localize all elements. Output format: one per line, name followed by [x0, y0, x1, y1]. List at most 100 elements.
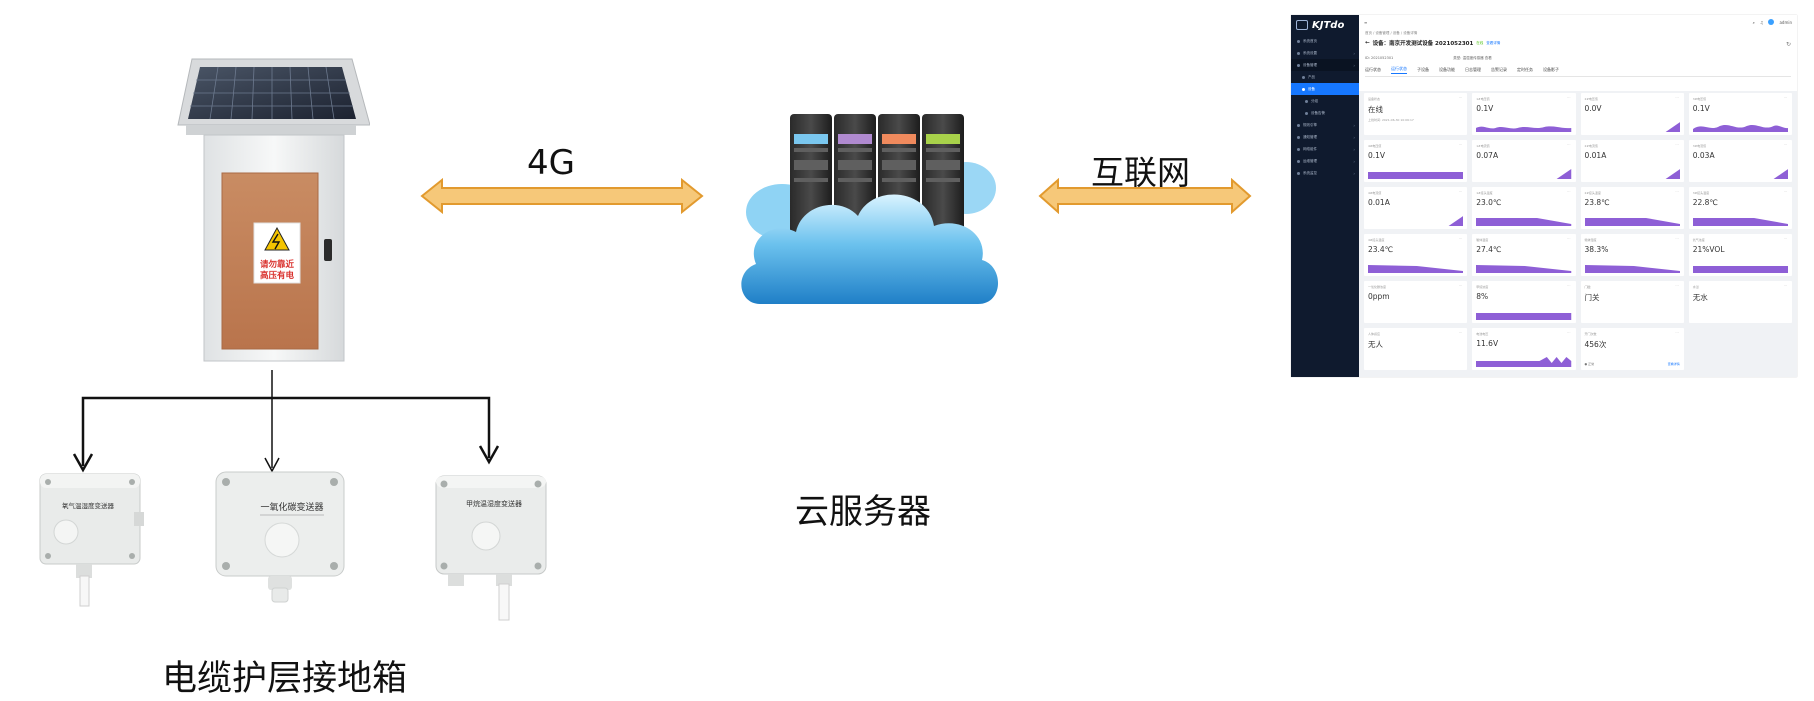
- device-type: 类型: 温湿度传感器 查看: [1453, 55, 1492, 60]
- sidebar-item[interactable]: 系统设置›: [1291, 47, 1359, 59]
- metric-card: 2#电流值⋯0.01A: [1580, 140, 1684, 182]
- label-4g: 4G: [527, 143, 575, 183]
- card-actions-icon[interactable]: ⋯: [1783, 190, 1788, 194]
- detail-link[interactable]: 查看详情: [1486, 40, 1501, 45]
- tab[interactable]: 子设备: [1417, 67, 1429, 72]
- card-actions-icon[interactable]: ⋯: [1458, 237, 1464, 241]
- sparkline-chart: [1368, 265, 1464, 273]
- card-actions-icon[interactable]: ⋯: [1783, 96, 1788, 100]
- sidebar-item[interactable]: 运维管理›: [1291, 155, 1359, 167]
- refresh-icon[interactable]: ↻: [1785, 41, 1791, 48]
- card-actions-icon[interactable]: ⋯: [1675, 96, 1680, 100]
- menu-dot-icon: [1305, 111, 1308, 115]
- sidebar-item[interactable]: 设备管理›: [1291, 59, 1359, 71]
- sensor-label: 氧气温湿度变送器: [62, 501, 115, 510]
- card-actions-icon[interactable]: ⋯: [1675, 331, 1680, 335]
- card-actions-icon[interactable]: ⋯: [1675, 143, 1680, 147]
- tab[interactable]: 运行状态: [1365, 67, 1381, 72]
- dashboard-topbar: ≡ ⌕ ♫ admin: [1359, 15, 1797, 29]
- card-actions-icon[interactable]: ⋯: [1458, 284, 1464, 288]
- sidebar-item[interactable]: 通知管理›: [1291, 131, 1359, 143]
- avatar[interactable]: [1768, 19, 1775, 25]
- chevron-icon: ›: [1353, 134, 1355, 140]
- sensor-window: [53, 519, 79, 545]
- user-name[interactable]: admin: [1779, 19, 1792, 25]
- sparkline-chart: [1692, 218, 1788, 226]
- metric-card: 箱体湿度⋯38.3%: [1580, 234, 1684, 276]
- card-actions-icon[interactable]: ⋯: [1567, 237, 1572, 241]
- metric-detail-link[interactable]: 查看详情: [1667, 362, 1680, 366]
- arrow-down-icon: [72, 453, 94, 473]
- chevron-icon: ›: [1353, 62, 1355, 68]
- sparkline-chart: [1476, 265, 1572, 273]
- tab[interactable]: 运行状态: [1391, 66, 1407, 74]
- label-grounding-box: 电缆护层接地箱: [162, 659, 408, 699]
- sensor-methane: 甲烷温湿度变送器: [435, 475, 547, 621]
- card-actions-icon[interactable]: ⋯: [1783, 237, 1788, 241]
- card-actions-icon[interactable]: ⋯: [1567, 96, 1572, 100]
- dashboard-sidebar: KJTdo 系统首页系统设置›设备管理›产品设备分组设备告警规则引擎›通知管理›…: [1291, 15, 1359, 377]
- sidebar-item-label: 设备: [1308, 86, 1315, 91]
- tab[interactable]: 设备功能: [1439, 67, 1455, 72]
- sidebar-item[interactable]: 设备告警: [1291, 107, 1359, 119]
- sparkline-area: [1368, 265, 1464, 273]
- device-header: 首页 / 设备管理 / 设备 / 设备详情 ← 设备：南京开发测试设备 2021…: [1359, 29, 1797, 91]
- menu-toggle-icon[interactable]: ≡: [1364, 19, 1368, 25]
- device-title: 设备：南京开发测试设备 2021052301: [1372, 41, 1474, 47]
- card-actions-icon[interactable]: ⋯: [1675, 284, 1680, 288]
- sensor-label: 一氧化碳变送器: [260, 501, 323, 513]
- card-actions-icon[interactable]: ⋯: [1567, 143, 1572, 147]
- sensor-probe: [498, 583, 510, 621]
- sidebar-item[interactable]: 设备: [1291, 83, 1359, 95]
- menu-dot-icon: [1302, 75, 1305, 79]
- sidebar-item[interactable]: 分组: [1291, 95, 1359, 107]
- search-icon[interactable]: ⌕: [1752, 19, 1755, 25]
- metric-label: 人体感应: [1368, 332, 1381, 336]
- metric-label: 3#电压值: [1692, 97, 1707, 101]
- sidebar-item[interactable]: 系统首页: [1291, 35, 1359, 47]
- card-actions-icon[interactable]: ⋯: [1458, 96, 1464, 100]
- sparkline-chart: [1476, 218, 1572, 226]
- status-badge: 在线: [1476, 40, 1484, 45]
- menu-dot-icon: [1297, 171, 1300, 175]
- logo-icon: [1296, 20, 1308, 30]
- card-actions-icon[interactable]: ⋯: [1675, 190, 1680, 194]
- sidebar-item-label: 产品: [1308, 74, 1315, 79]
- sidebar-item[interactable]: 系统监控›: [1291, 167, 1359, 179]
- sidebar-item[interactable]: 规则引擎›: [1291, 119, 1359, 131]
- card-actions-icon[interactable]: ⋯: [1783, 284, 1788, 288]
- arrow-down-icon: [478, 445, 500, 465]
- metric-value: 无水: [1692, 293, 1708, 302]
- sidebar-item-label: 分组: [1311, 98, 1318, 103]
- tab[interactable]: 日志管理: [1465, 67, 1481, 72]
- metric-value: 23.0℃: [1476, 198, 1502, 207]
- tab[interactable]: 设备影子: [1543, 67, 1559, 72]
- device-tabs: 运行状态 运行状态 子设备 设备功能 日志管理 告警记录 定时任务 设备影子: [1365, 64, 1791, 77]
- card-actions-icon[interactable]: ⋯: [1567, 284, 1572, 288]
- card-actions-icon[interactable]: ⋯: [1567, 331, 1572, 335]
- card-actions-icon[interactable]: ⋯: [1458, 190, 1464, 194]
- sparkline-area: [1368, 172, 1464, 179]
- bell-icon[interactable]: ♫: [1759, 19, 1764, 25]
- card-actions-icon[interactable]: ⋯: [1567, 190, 1572, 194]
- metric-label: 开门次数: [1584, 332, 1597, 336]
- card-actions-icon[interactable]: ⋯: [1458, 331, 1464, 335]
- sidebar-item[interactable]: 产品: [1291, 71, 1359, 83]
- double-arrow-internet: [1038, 178, 1252, 214]
- tab[interactable]: 定时任务: [1517, 67, 1533, 72]
- metric-value: 8%: [1476, 292, 1489, 301]
- card-actions-icon[interactable]: ⋯: [1783, 143, 1788, 147]
- sparkline-chart: [1476, 357, 1572, 367]
- back-arrow-icon[interactable]: ←: [1365, 40, 1370, 46]
- metric-value: 11.6V: [1476, 339, 1499, 348]
- tab[interactable]: 告警记录: [1491, 67, 1507, 72]
- sidebar-item[interactable]: 网络组件›: [1291, 143, 1359, 155]
- card-actions-icon[interactable]: ⋯: [1675, 237, 1680, 241]
- card-actions-icon[interactable]: ⋯: [1458, 143, 1464, 147]
- sidebar-item-label: 运维管理: [1303, 158, 1317, 163]
- wire-bus: [81, 396, 491, 400]
- metric-value: 0.0V: [1584, 104, 1602, 113]
- metric-value: 38.3%: [1584, 245, 1609, 254]
- sparkline-chart: [1665, 169, 1680, 179]
- breadcrumb: 首页 / 设备管理 / 设备 / 设备详情: [1365, 31, 1418, 35]
